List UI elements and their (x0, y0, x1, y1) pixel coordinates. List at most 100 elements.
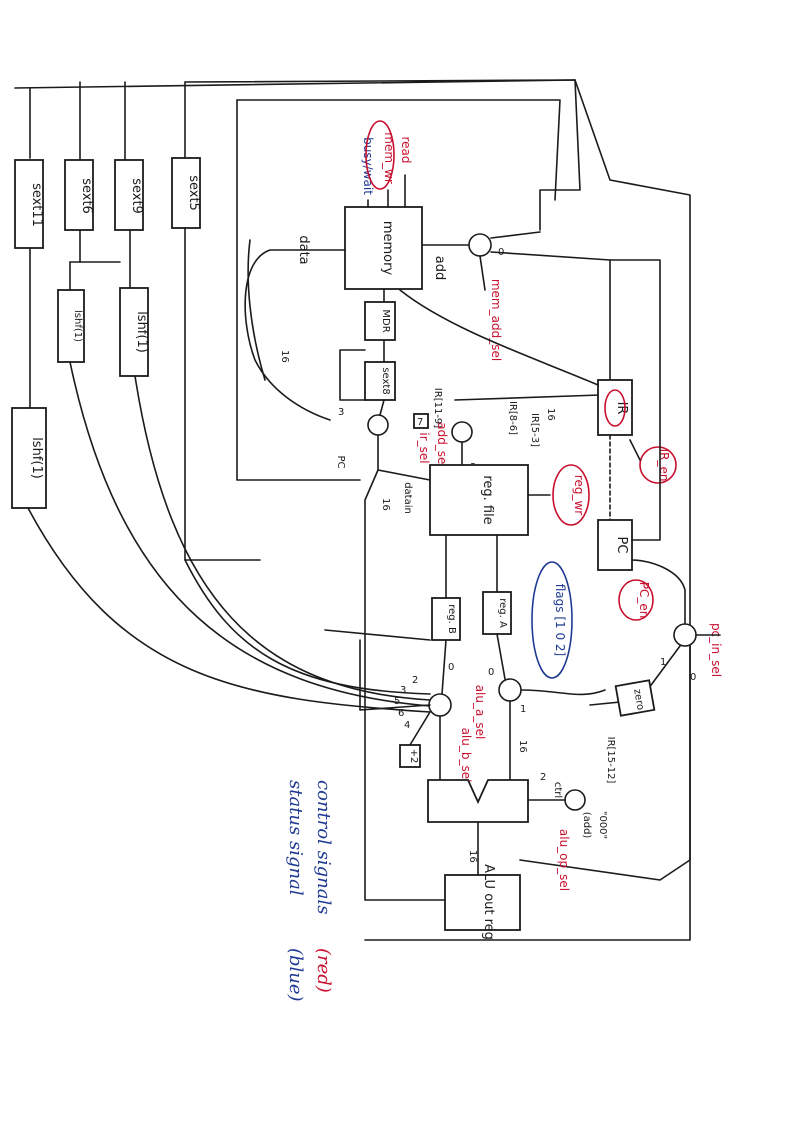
mem-mux-0: 0 (498, 247, 504, 258)
data-loop: 16 (244, 239, 346, 421)
ir-en-signal: IR_en (629, 439, 677, 484)
ctrl-label: ctrl (552, 782, 563, 798)
lshf1-a-label: lshf(1) (72, 310, 83, 342)
lshf1-b-label: lshf(1) (134, 311, 149, 353)
flags-label: flags [1 0 2] (553, 584, 567, 657)
alua-mux-1: 1 (520, 704, 526, 715)
pc-input-mux: 1 0 pc_in_sel (519, 559, 723, 881)
width-3-a: 3 (338, 407, 344, 418)
plus2-label: +2 (408, 749, 419, 764)
str-000-label: "000" (597, 811, 608, 839)
read-label: read (399, 136, 413, 163)
alu-op-sel-label: alu_op_sel (557, 829, 571, 891)
ir-11-9-label: IR[11-9] (432, 388, 443, 428)
sext9-label: sext9 (129, 178, 144, 214)
ir-5-3-label: IR[5-3] (529, 413, 540, 447)
reg-a-block: reg. A (482, 534, 512, 635)
alu-op-mux: ctrl 2 IR[15-12] "000" (add) alu_op_sel (527, 737, 616, 891)
alub-mux-4: 4 (404, 720, 410, 731)
reg-file-block: reg. file 16 (429, 408, 556, 536)
pc-block: PC (597, 259, 661, 571)
datain-label: datain (402, 482, 413, 514)
width-16-a: 16 (279, 350, 290, 363)
lshf1-b-block: lshf(1) (119, 287, 149, 377)
sext6-block: sext6 (64, 159, 94, 231)
width-16-e: 16 (467, 850, 478, 863)
pc-in-sel-label: pc_in_sel (709, 623, 723, 677)
sext5-label: sext5 (186, 175, 201, 211)
pc-mux-0: 0 (690, 672, 696, 683)
ir-field-area: 7 IR[11-9] IR[8-6] IR[5-3] 3 add_sel ir_… (413, 388, 601, 481)
reg-wr-label: reg_wr (572, 475, 586, 515)
ir-15-12-label: IR[15-12] (605, 737, 616, 784)
sext11-label: sext11 (29, 183, 44, 227)
legend-control-color: (red) (313, 948, 334, 993)
zero-flag-box: zero (614, 679, 656, 717)
sext-down-wires (27, 227, 431, 713)
alub-mux-3: 3 (400, 685, 406, 696)
alu-out-reg: ALU out reg (364, 469, 521, 940)
alu-b-sel-label: alu_b_sel (459, 728, 473, 783)
pc-en-label: PC_en (637, 582, 651, 619)
alub-mux-2: 2 (412, 675, 418, 686)
legend-control: control signals (313, 780, 334, 915)
sext8-block: sext8 (339, 339, 396, 401)
busy-wait-label: busy/wait (361, 137, 375, 195)
lshf1-a-block: lshf(1) (57, 289, 85, 363)
alu-b-mux: 0 2 3 5 6 4 alu_b_sel (324, 629, 473, 783)
width-2: 2 (540, 772, 546, 783)
add-label: add (432, 256, 447, 280)
legend-status-color: (blue) (285, 948, 306, 1002)
mdr-label: MDR (380, 309, 391, 332)
one-pc-label: PC (335, 455, 346, 468)
reg-b-block: reg. B (431, 534, 461, 641)
sext6-label: sext6 (79, 178, 94, 214)
memory-ctrl-labels: read mem_wr busy/wait data add (296, 120, 447, 280)
ir-label: IR (614, 402, 629, 415)
alu-a-sel-label: alu_a_sel (473, 685, 487, 740)
mdr-block: MDR (364, 288, 396, 341)
legend-status: status signal (285, 780, 306, 896)
sext11-block: sext11 (14, 159, 44, 249)
mem-addr-mux: 0 mem_add_sel (421, 231, 611, 381)
alub-mux-6: 6 (398, 708, 404, 719)
sext9-block: sext9 (114, 159, 144, 231)
alu-a-mux: 0 1 alu_a_sel (473, 633, 606, 781)
width-16-d: 16 (517, 740, 528, 753)
add-paren-label: (add) (581, 812, 592, 839)
zero-label: zero (631, 688, 646, 711)
alub-mux-5: 5 (394, 696, 400, 707)
pc-mux-1: 1 (660, 657, 666, 668)
ir-block: IR (399, 289, 633, 436)
flags-signal: flags [1 0 2] (531, 561, 573, 679)
alua-mux-0: 0 (488, 667, 494, 678)
memory-label: memory (380, 221, 395, 276)
memory-block: memory (344, 206, 423, 290)
ir-sel-label: ir_sel (417, 432, 431, 463)
reg-b-label: reg. B (446, 604, 457, 634)
reg-file-label: reg. file (480, 475, 495, 524)
lshf1-c-block: lshf(1) (11, 407, 47, 509)
plus2-box: +2 (399, 711, 431, 768)
reg-a-label: reg. A (497, 598, 508, 628)
regfile-input-mux: 3 PC 16 datain (335, 399, 431, 514)
pc-label: PC (614, 537, 629, 554)
width-16-c: 16 (545, 408, 556, 421)
ir-en-label: IR_en (657, 449, 671, 482)
sext5-block: sext5 (171, 157, 201, 229)
reg-wr-signal: reg_wr (527, 464, 590, 526)
eq-box-label: 7 (417, 417, 423, 428)
sext8-label: sext8 (380, 367, 391, 394)
alub-mux-0: 0 (448, 662, 454, 673)
add-sel-label: add_sel (435, 422, 449, 468)
ir-8-6-label: IR[8-6] (507, 401, 518, 435)
alu-block: 16 16 (427, 740, 529, 876)
top-bus-wires (14, 79, 691, 941)
width-16-b: 16 (380, 498, 391, 511)
lshf1-c-label: lshf(1) (29, 437, 44, 479)
pc-en-signal: PC_en (618, 579, 654, 621)
mem-add-sel-label: mem_add_sel (489, 279, 503, 361)
legend: control signals (red) status signal (blu… (285, 780, 334, 1002)
